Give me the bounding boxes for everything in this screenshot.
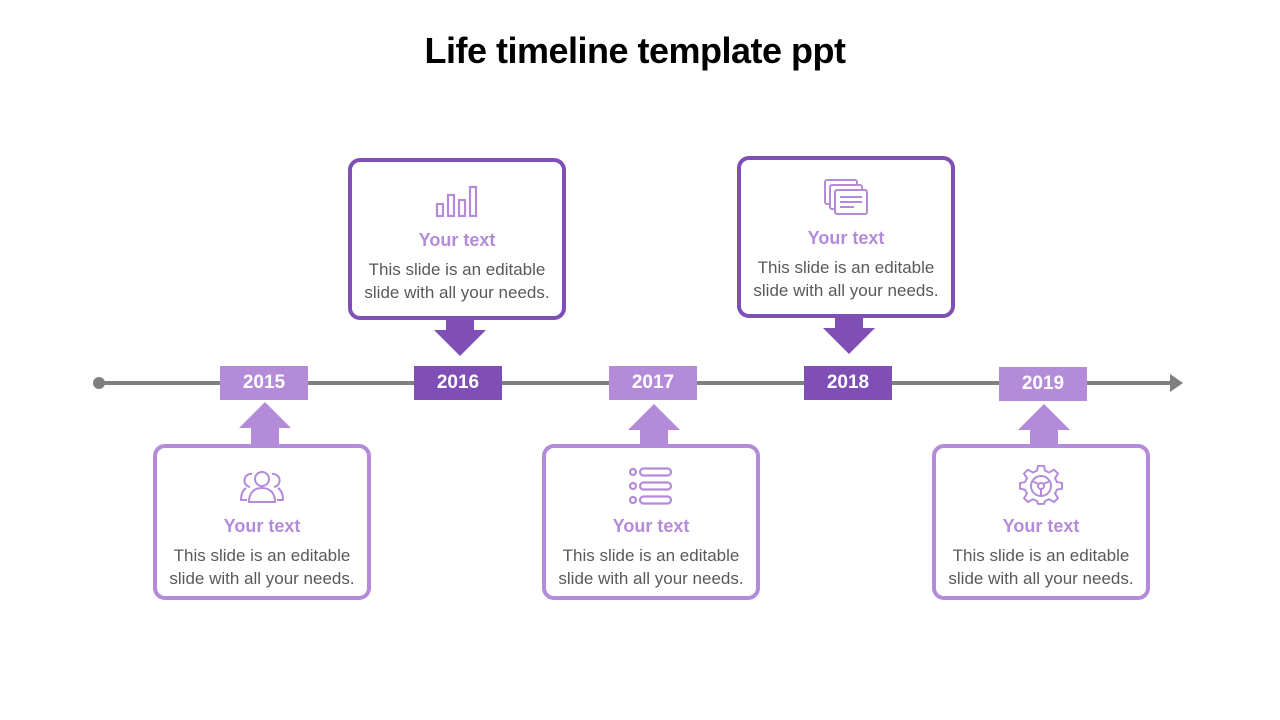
year-badge-2017: 2017 <box>609 366 697 400</box>
year-badge-2019: 2019 <box>999 367 1087 401</box>
event-card-2019: Your text This slide is an editable slid… <box>932 444 1150 600</box>
event-heading: Your text <box>612 516 690 536</box>
event-text: This slide is an editable slide with all… <box>753 258 939 300</box>
year-badge-2018: 2018 <box>804 366 892 400</box>
event-text: This slide is an editable slide with all… <box>364 260 550 302</box>
up-arrow <box>239 402 291 444</box>
down-arrow <box>823 316 875 354</box>
event-text: This slide is an editable slide with all… <box>169 546 355 588</box>
gear-icon <box>936 465 1146 506</box>
event-heading: Your text <box>1002 516 1080 536</box>
event-text: This slide is an editable slide with all… <box>948 546 1134 588</box>
event-text: This slide is an editable slide with all… <box>558 546 744 588</box>
event-card-2017: Your text This slide is an editable slid… <box>542 444 760 600</box>
timeline-end-arrowhead <box>1170 374 1183 392</box>
down-arrow <box>434 318 486 356</box>
slide-title: Life timeline template ppt <box>424 30 846 71</box>
people-icon <box>157 466 367 506</box>
event-heading: Your text <box>418 230 496 250</box>
timeline-start-dot <box>93 377 105 389</box>
event-heading: Your text <box>223 516 301 536</box>
up-arrow <box>628 404 680 446</box>
year-badge-2016: 2016 <box>414 366 502 400</box>
event-card-2015: Your text This slide is an editable slid… <box>153 444 371 600</box>
list-icon <box>546 466 756 506</box>
event-card-2018: Your text This slide is an editable slid… <box>737 156 955 318</box>
up-arrow <box>1018 404 1070 446</box>
event-heading: Your text <box>807 228 885 248</box>
documents-icon <box>741 178 951 218</box>
year-badge-2015: 2015 <box>220 366 308 400</box>
event-card-2016: Your text This slide is an editable slid… <box>348 158 566 320</box>
bar-chart-icon <box>352 180 562 220</box>
